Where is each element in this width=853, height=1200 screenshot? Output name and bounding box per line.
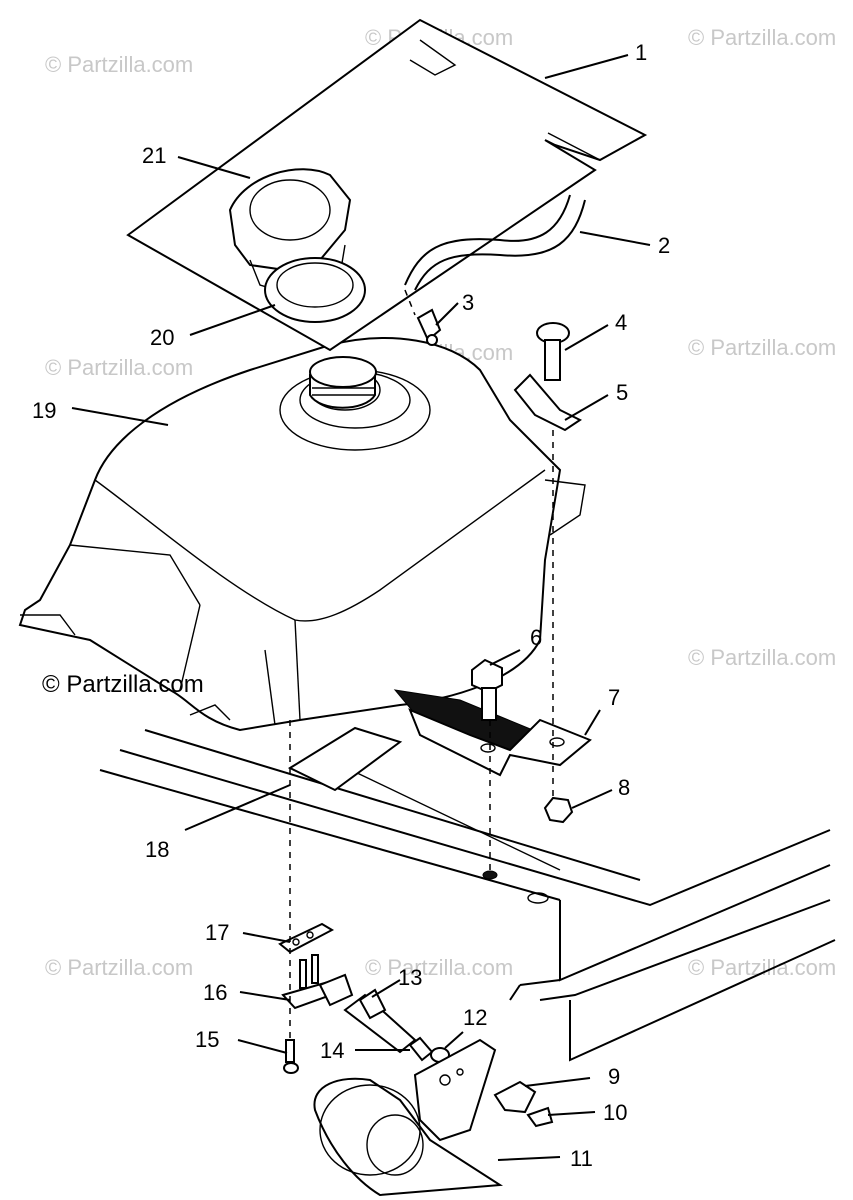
assembly-lines bbox=[289, 289, 554, 1040]
callout-10: 10 bbox=[603, 1100, 627, 1125]
watermark: © Partzilla.com bbox=[688, 955, 836, 980]
gasket bbox=[264, 257, 366, 323]
callout-13: 13 bbox=[398, 965, 422, 990]
fuel-tank bbox=[18, 337, 586, 756]
callout-16: 16 bbox=[203, 980, 227, 1005]
callout-1: 1 bbox=[635, 40, 647, 65]
watermark: © Partzilla.com bbox=[45, 355, 193, 380]
watermark: © Partzilla.com bbox=[688, 645, 836, 670]
callout-6: 6 bbox=[530, 625, 542, 650]
callout-18: 18 bbox=[145, 837, 169, 862]
watermark-main: © Partzilla.com bbox=[42, 671, 204, 698]
vent-hose bbox=[404, 194, 586, 291]
lower-mount bbox=[313, 1038, 554, 1197]
callout-20: 20 bbox=[150, 325, 174, 350]
callout-2: 2 bbox=[658, 233, 670, 258]
callout-4: 4 bbox=[615, 310, 627, 335]
bracket-lower bbox=[408, 708, 592, 777]
callout-11: 11 bbox=[570, 1146, 593, 1171]
nut bbox=[543, 796, 574, 824]
bottom-pad bbox=[287, 726, 403, 792]
callout-14: 14 bbox=[320, 1038, 344, 1063]
tank-pad bbox=[126, 18, 648, 352]
watermark: © Partzilla.com bbox=[365, 955, 513, 980]
callouts: 1 2 3 4 5 6 7 8 9 10 11 12 13 14 15 16 1… bbox=[32, 40, 670, 1171]
leader-lines bbox=[71, 54, 651, 1161]
callout-17: 17 bbox=[205, 920, 229, 945]
frame bbox=[99, 729, 836, 1062]
callout-8: 8 bbox=[618, 775, 630, 800]
callout-9: 9 bbox=[608, 1064, 620, 1089]
callout-5: 5 bbox=[616, 380, 628, 405]
callout-7: 7 bbox=[608, 685, 620, 710]
watermark: © Partzilla.com bbox=[688, 25, 836, 50]
callout-21: 21 bbox=[142, 143, 166, 168]
watermark: © Partzilla.com bbox=[688, 335, 836, 360]
watermark: © Partzilla.com bbox=[45, 955, 193, 980]
callout-3: 3 bbox=[462, 290, 474, 315]
frame-hole bbox=[527, 892, 549, 904]
vent-fitting bbox=[416, 308, 442, 346]
callout-15: 15 bbox=[195, 1027, 219, 1052]
bolt-upper bbox=[536, 322, 570, 381]
bolt-lower bbox=[471, 658, 503, 721]
callout-19: 19 bbox=[32, 398, 56, 423]
watermark: © Partzilla.com bbox=[45, 52, 193, 77]
bracket-upper bbox=[513, 373, 582, 432]
fuel-valve-assembly bbox=[278, 922, 450, 1074]
callout-12: 12 bbox=[463, 1005, 487, 1030]
